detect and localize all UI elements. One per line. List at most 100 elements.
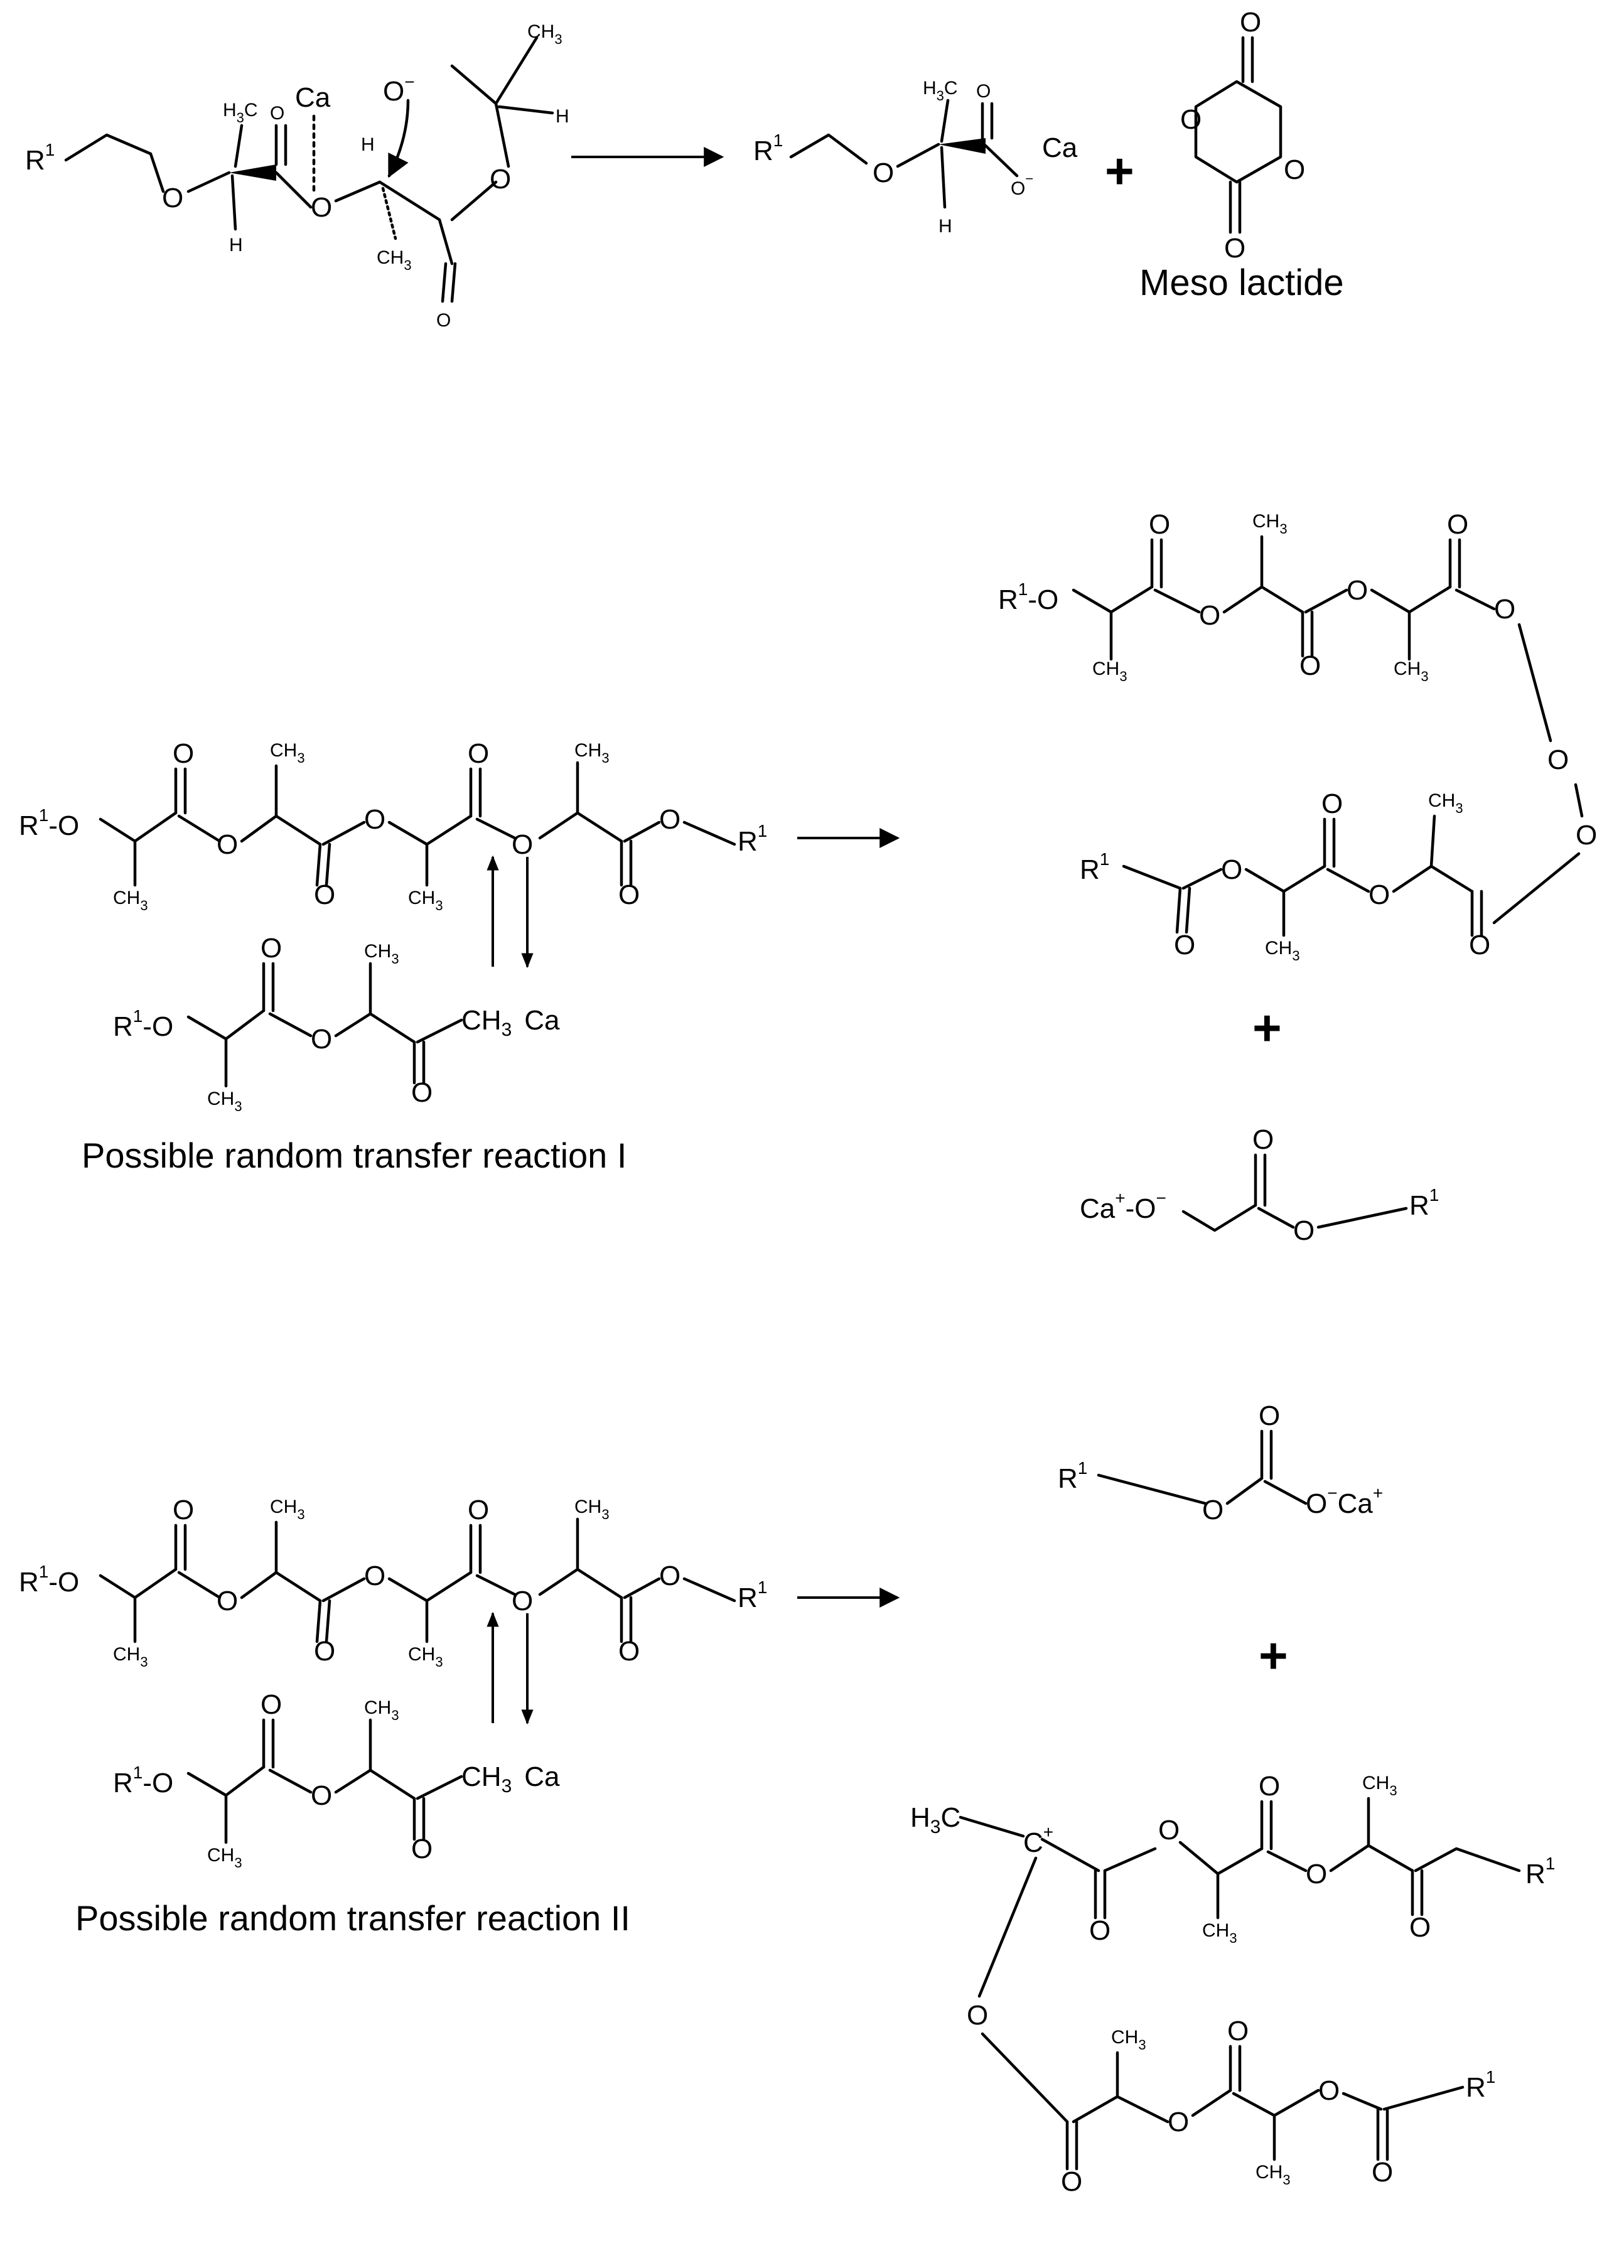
svg-text:O: O (1199, 600, 1220, 631)
svg-text:O: O (217, 829, 238, 860)
svg-text:R1: R1 (1058, 1458, 1087, 1494)
svg-text:O: O (1227, 2016, 1249, 2046)
svg-text:O: O (261, 1689, 282, 1720)
h-label-2: H (361, 134, 375, 155)
svg-text:O: O (1369, 879, 1390, 910)
carboxylate-o: O− (1011, 171, 1033, 199)
product-1: R1 O H H3C O O− Ca (753, 78, 1078, 237)
svg-text:O: O (1252, 1124, 1274, 1155)
svg-text:O: O (1306, 1859, 1327, 1889)
svg-text:O: O (1174, 930, 1195, 960)
product-carbocation: H3C C+ O O CH3 O O CH3 O R1 (910, 1771, 1555, 2197)
svg-text:CH3: CH3 (1428, 790, 1463, 816)
svg-text:O: O (411, 1077, 433, 1108)
svg-text:R1: R1 (1080, 849, 1109, 885)
svg-text:CH3: CH3 (207, 1845, 242, 1871)
svg-text:O: O (618, 1636, 640, 1667)
svg-text:O: O (364, 804, 385, 835)
plus-1: + (1105, 143, 1134, 199)
ca-label-p: Ca (1042, 132, 1078, 163)
svg-text:O: O (1221, 854, 1242, 885)
svg-text:O: O (1061, 2166, 1082, 2197)
svg-text:CH3: CH3 (1111, 2027, 1146, 2053)
svg-text:R1-O: R1-O (19, 1562, 79, 1598)
r1-o-label: R1-O (19, 805, 79, 841)
svg-text:CH3: CH3 (113, 1644, 148, 1670)
svg-text:O: O (314, 1636, 335, 1667)
carbonyl-o-p: O (976, 81, 991, 102)
svg-text:CH3: CH3 (1394, 658, 1429, 684)
svg-text:CH3: CH3 (207, 1088, 242, 1114)
product-ca-glycolate-2: R1 O O O−Ca+ (1058, 1400, 1383, 1525)
svg-text:CH3: CH3 (1252, 511, 1288, 537)
svg-text:H3C: H3C (910, 1802, 960, 1837)
r1-label-p: R1 (753, 131, 783, 166)
svg-text:O: O (314, 879, 335, 910)
ether-o-p: O (873, 158, 894, 188)
svg-text:CH3: CH3 (1202, 1920, 1237, 1946)
carbonyl-o: O (270, 103, 284, 124)
svg-text:O: O (1318, 2075, 1340, 2106)
svg-text:O: O (1293, 1215, 1315, 1246)
svg-text:O−Ca+: O−Ca+ (1306, 1483, 1383, 1519)
svg-text:O: O (173, 738, 194, 769)
scheme-reaction-2: R1-O CH3 O O CH3 O O CH3 O O (19, 1400, 1555, 2197)
svg-text:O: O (1576, 820, 1597, 851)
svg-text:O: O (1259, 1400, 1280, 1431)
svg-text:O: O (618, 879, 640, 910)
svg-text:CH3: CH3 (1092, 658, 1127, 684)
carbonyl-o-2: O (436, 310, 451, 331)
svg-text:O: O (468, 1495, 489, 1525)
ester-o: O (311, 192, 332, 223)
svg-text:C+: C+ (1023, 1822, 1053, 1858)
ring-o-top: O (1240, 7, 1261, 38)
reaction-1-label: Possible random transfer reaction I (82, 1136, 626, 1175)
h3c-label-p: H3C (923, 78, 958, 104)
ring-o-bottom: O (1224, 233, 1245, 264)
o-minus: O− (383, 72, 415, 107)
svg-text:O: O (1547, 744, 1569, 775)
svg-text:O: O (1299, 650, 1321, 681)
svg-text:CH3: CH3 (1362, 1773, 1397, 1798)
svg-text:O: O (468, 738, 489, 769)
reactant-1: R1 O H H3C O O Ca H O CH3 O (25, 21, 569, 331)
plus-3: + (1259, 1628, 1288, 1684)
reaction-2-label: Possible random transfer reaction II (75, 1898, 630, 1938)
svg-text:CH3: CH3 (574, 1497, 610, 1522)
svg-text:O: O (1321, 788, 1343, 819)
svg-text:CH3: CH3 (408, 888, 443, 913)
h-top: H (556, 106, 569, 127)
svg-text:R1-O: R1-O (998, 579, 1058, 615)
svg-text:CH3: CH3 (408, 1644, 443, 1670)
ca-label: Ca (295, 82, 331, 113)
h-label-p: H (938, 216, 952, 237)
svg-text:O: O (311, 1780, 332, 1811)
h-label: H (229, 235, 243, 255)
svg-text:O: O (1469, 930, 1490, 960)
ether-o: O (162, 183, 183, 213)
h3c-label: H3C (223, 100, 258, 126)
svg-text:O: O (311, 1024, 332, 1055)
ring-o-left: O (1180, 104, 1202, 135)
ring-o-right: O (1284, 154, 1305, 185)
svg-text:O: O (659, 804, 680, 835)
svg-text:CH3: CH3 (1265, 938, 1300, 964)
svg-text:CH3: CH3 (270, 740, 305, 766)
product-ca-glycolate-1: Ca+-O− O O R1 (1080, 1124, 1439, 1246)
svg-text:R1: R1 (738, 1577, 767, 1613)
svg-text:CH3: CH3 (113, 888, 148, 913)
svg-text:R1-O: R1-O (113, 1006, 173, 1042)
r1-label: R1 (25, 140, 55, 176)
reactant-chain-2: R1-O CH3 O O CH3 O O CH3 O O (19, 1495, 767, 1725)
scheme-meso-lactide: R1 O H H3C O O Ca H O CH3 O (25, 7, 1344, 331)
svg-text:O: O (411, 1834, 433, 1864)
svg-text:R1: R1 (1409, 1185, 1439, 1221)
svg-text:O: O (1202, 1495, 1223, 1525)
meso-lactide: O O O O Meso lactide (1139, 7, 1344, 303)
meso-lactide-label: Meso lactide (1139, 262, 1344, 303)
